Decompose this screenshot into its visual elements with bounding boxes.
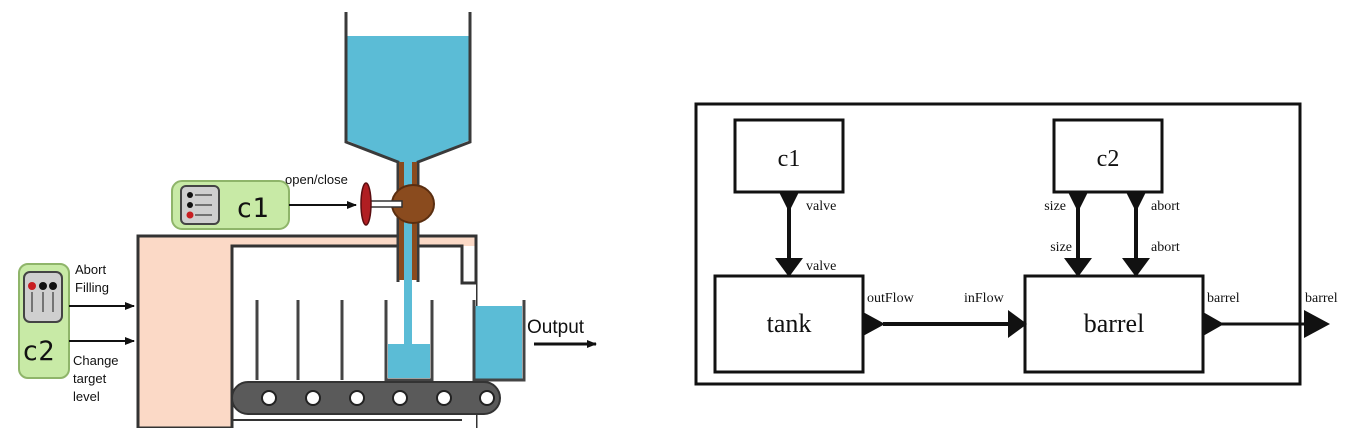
change-label-line1: Change bbox=[73, 353, 119, 368]
label-c2-size: size bbox=[1044, 199, 1066, 214]
conveyor-belt bbox=[231, 381, 501, 415]
port-tank-outflow bbox=[863, 312, 885, 336]
port-markers bbox=[775, 192, 1330, 338]
label-tank-outflow: outFlow bbox=[867, 291, 915, 306]
valve-handle bbox=[360, 182, 372, 226]
open-close-label: open/close bbox=[285, 172, 348, 187]
label-barrel-size: size bbox=[1050, 240, 1072, 255]
c2-label: c2 bbox=[22, 336, 55, 367]
change-label-line2: target bbox=[73, 371, 107, 386]
filling-container-water bbox=[388, 344, 430, 378]
c1-label: c1 bbox=[236, 193, 269, 224]
port-labels: valve valve size abort size abort outFlo… bbox=[806, 199, 1338, 306]
block-c1[interactable]: c1 bbox=[733, 118, 845, 194]
block-c2-label: c2 bbox=[1097, 146, 1120, 172]
block-c2[interactable]: c2 bbox=[1052, 118, 1164, 194]
full-container bbox=[472, 300, 526, 382]
abort-label-line2: Filling bbox=[75, 280, 109, 295]
filling-container bbox=[384, 300, 434, 382]
block-barrel-label: barrel bbox=[1084, 309, 1145, 338]
port-c2-size bbox=[1068, 192, 1088, 212]
port-c2-abort bbox=[1126, 192, 1146, 212]
hopper-water bbox=[346, 36, 470, 162]
block-barrel[interactable]: barrel bbox=[1023, 274, 1205, 374]
port-tank-valve bbox=[775, 258, 803, 277]
block-tank-label: tank bbox=[767, 309, 812, 338]
label-barrel-out: barrel bbox=[1207, 291, 1240, 306]
block-c1-label: c1 bbox=[778, 146, 801, 172]
label-barrel-abort: abort bbox=[1151, 240, 1180, 255]
c2-controller[interactable]: c2 bbox=[18, 263, 70, 379]
label-system-out: barrel bbox=[1305, 291, 1338, 306]
conveyor-rollers bbox=[261, 390, 495, 406]
label-c2-abort: abort bbox=[1151, 199, 1180, 214]
block-diagram: c1 c2 tank barrel bbox=[694, 102, 1338, 386]
full-container-water bbox=[474, 306, 522, 380]
cavity-outline bbox=[230, 244, 476, 428]
physical-illustration: Output c1 open/close c2 bbox=[18, 12, 597, 428]
change-label-line3: level bbox=[73, 389, 100, 404]
abort-label-line1: Abort bbox=[75, 262, 106, 277]
hopper-outline bbox=[344, 12, 400, 282]
c1-controller[interactable]: c1 bbox=[171, 180, 290, 230]
port-barrel-abort bbox=[1122, 258, 1150, 277]
label-barrel-inflow: inFlow bbox=[964, 291, 1005, 306]
port-barrel-inflow bbox=[1008, 310, 1027, 338]
block-tank[interactable]: tank bbox=[713, 274, 865, 374]
port-system-out bbox=[1304, 310, 1330, 338]
label-c1-valve: valve bbox=[806, 199, 836, 214]
output-label: Output bbox=[527, 317, 585, 338]
label-tank-valve: valve bbox=[806, 259, 836, 274]
port-barrel-size bbox=[1064, 258, 1092, 277]
water-stream bbox=[404, 280, 412, 344]
port-barrel-out bbox=[1203, 312, 1224, 336]
system-frame bbox=[694, 102, 1302, 386]
port-c1-valve bbox=[779, 192, 799, 212]
